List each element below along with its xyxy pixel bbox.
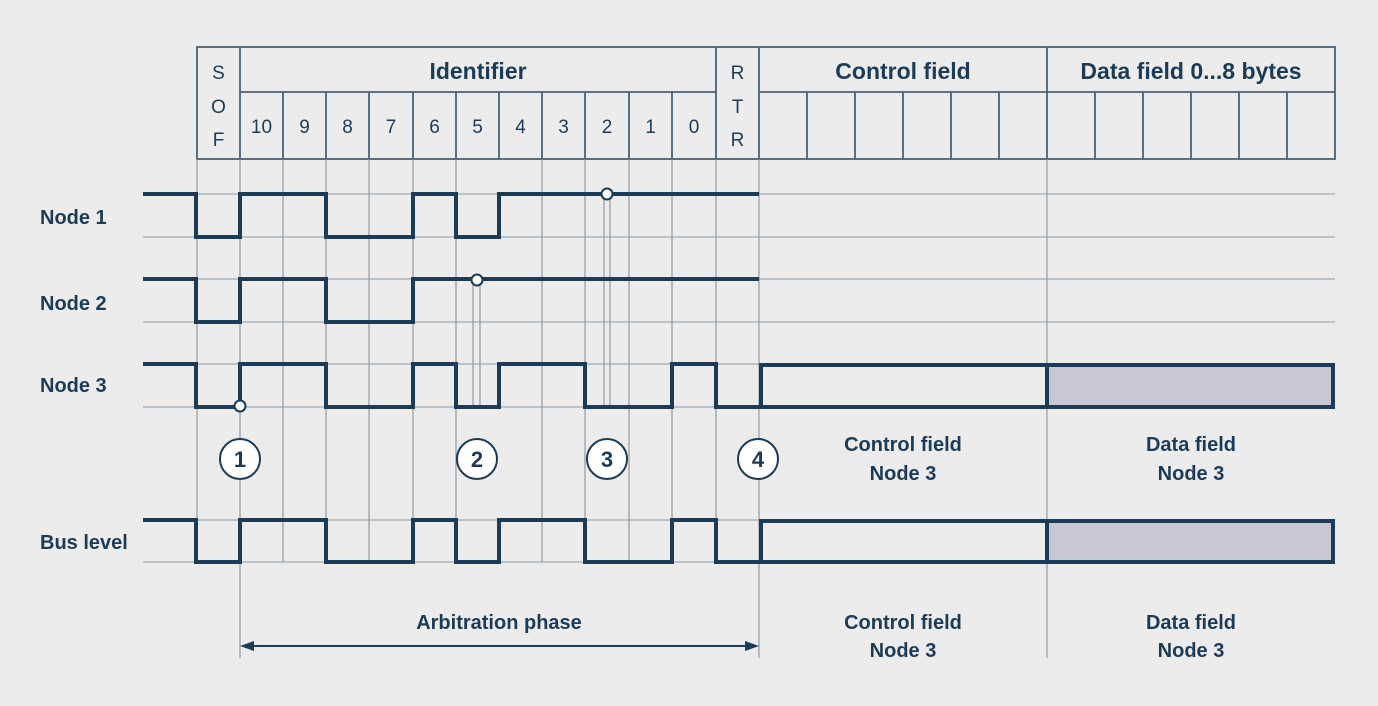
node1-loss-dot [600,187,614,201]
identifier-bit: 7 [386,117,397,138]
bus-level-signal [143,518,761,564]
node1-signal [143,192,759,239]
identifier-bit: 5 [472,117,483,138]
sof-letter-s: S [212,63,225,84]
marker-4: 4 [752,447,765,472]
identifier-bits: 10 9 8 7 6 5 4 3 2 1 0 [251,117,699,138]
node3-control-field-label: Control field [844,434,962,456]
identifier-bit: 3 [558,117,569,138]
bottom-control-field-owner: Node 3 [870,640,937,662]
bottom-control-field-label: Control field [844,612,962,634]
sof-label: S O F [211,63,226,151]
row-label-node2: Node 2 [40,293,107,315]
bus-control-field-box [759,519,1049,564]
sof-letter-f: F [213,130,225,151]
marker-2: 2 [471,447,483,472]
marker-2-circle [456,438,498,480]
arbitration-arrow [240,641,759,651]
marker-1-circle [219,438,261,480]
node2-loss-dot [470,273,484,287]
node3-data-field-owner: Node 3 [1158,463,1225,485]
marker-4-circle [737,438,779,480]
identifier-bit: 9 [299,117,310,138]
row-label-node1: Node 1 [40,207,107,229]
node3-signal [143,362,761,409]
rtr-letter-r2: R [731,130,745,151]
row-label-node3: Node 3 [40,375,107,397]
rtr-letter-t: T [732,97,744,118]
arbitration-phase-label: Arbitration phase [416,612,582,634]
node3-data-field-box [1045,363,1335,409]
identifier-bit: 4 [515,117,526,138]
identifier-bit: 8 [342,117,353,138]
bottom-data-field-owner: Node 3 [1158,640,1225,662]
row-label-bus-level: Bus level [40,532,128,554]
rtr-letter-r: R [731,63,745,84]
data-field-title: Data field 0...8 bytes [1080,58,1301,84]
identifier-title: Identifier [429,58,526,84]
marker-1: 1 [234,447,246,472]
control-field-title: Control field [835,58,970,84]
marker-3-circle [586,438,628,480]
node3-data-field-label: Data field [1146,434,1236,456]
node3-sof-dot [233,399,247,413]
identifier-bit: 6 [429,117,440,138]
identifier-bit: 1 [645,117,656,138]
node3-control-field-box [759,363,1049,409]
marker-3: 3 [601,447,613,472]
header-table [196,46,1336,160]
sof-letter-o: O [211,97,226,118]
node3-control-field-owner: Node 3 [870,463,937,485]
node2-signal [143,277,759,324]
bottom-data-field-label: Data field [1146,612,1236,634]
identifier-bit: 0 [689,117,700,138]
rtr-label: R T R [731,63,745,151]
bus-data-field-box [1045,519,1335,564]
numbered-markers: 1 2 3 4 [219,438,779,480]
identifier-bit: 2 [602,117,613,138]
identifier-bit: 10 [251,117,272,138]
